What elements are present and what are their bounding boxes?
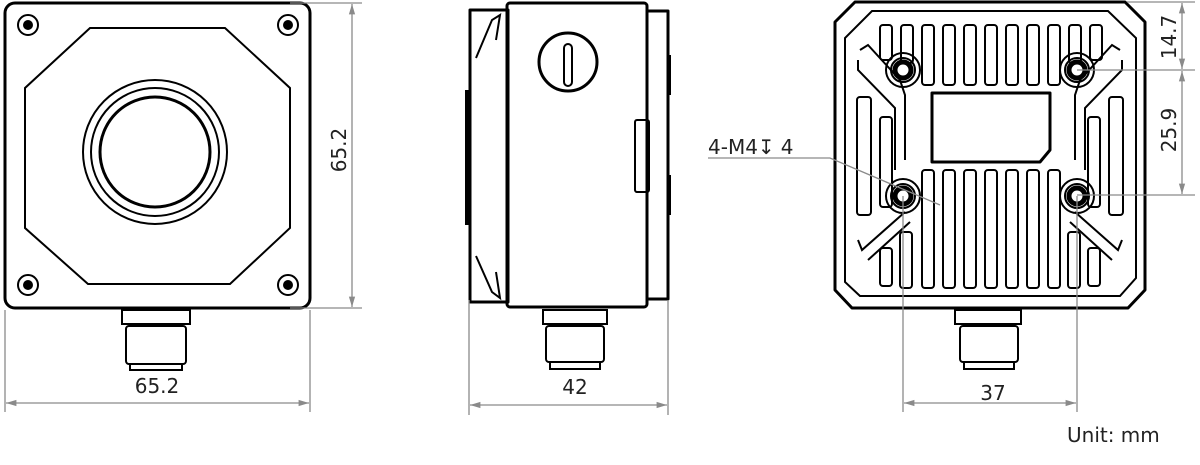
side-depth-label: 42 — [562, 375, 587, 399]
top-offset-label: 14.7 — [1157, 15, 1181, 60]
connector — [121, 309, 191, 371]
front-height-label: 65.2 — [327, 128, 351, 173]
back-connector — [954, 309, 1022, 370]
back-view: 14.7 25.9 37 4-M4↧4 — [708, 0, 1195, 412]
side-view: 42 — [465, 1, 671, 415]
front-housing — [3, 1, 312, 310]
front-flange — [468, 8, 510, 304]
hole-spacing-label: 37 — [980, 381, 1005, 405]
side-connector — [542, 309, 608, 370]
back-inner-frame — [844, 10, 1137, 297]
vertical-spacing-label: 25.9 — [1157, 108, 1181, 153]
hole-callout-label: 4-M4↧4 — [708, 135, 793, 159]
label-plate — [930, 91, 1052, 164]
adjustment-knob-icon — [537, 31, 599, 93]
rear-cover — [645, 9, 670, 301]
screw-icon — [17, 14, 299, 296]
hole-callout-leader — [708, 157, 941, 206]
front-octagon-frame — [24, 27, 291, 285]
lens-window — [82, 79, 228, 225]
side-body — [505, 1, 649, 309]
mounting-hole-icon — [885, 52, 1095, 214]
back-housing — [833, 0, 1147, 310]
cooling-fins — [856, 24, 1124, 289]
unit-label: Unit: mm — [1067, 423, 1160, 447]
front-view: 65.2 65.2 — [3, 1, 362, 412]
front-width-label: 65.2 — [135, 374, 180, 398]
